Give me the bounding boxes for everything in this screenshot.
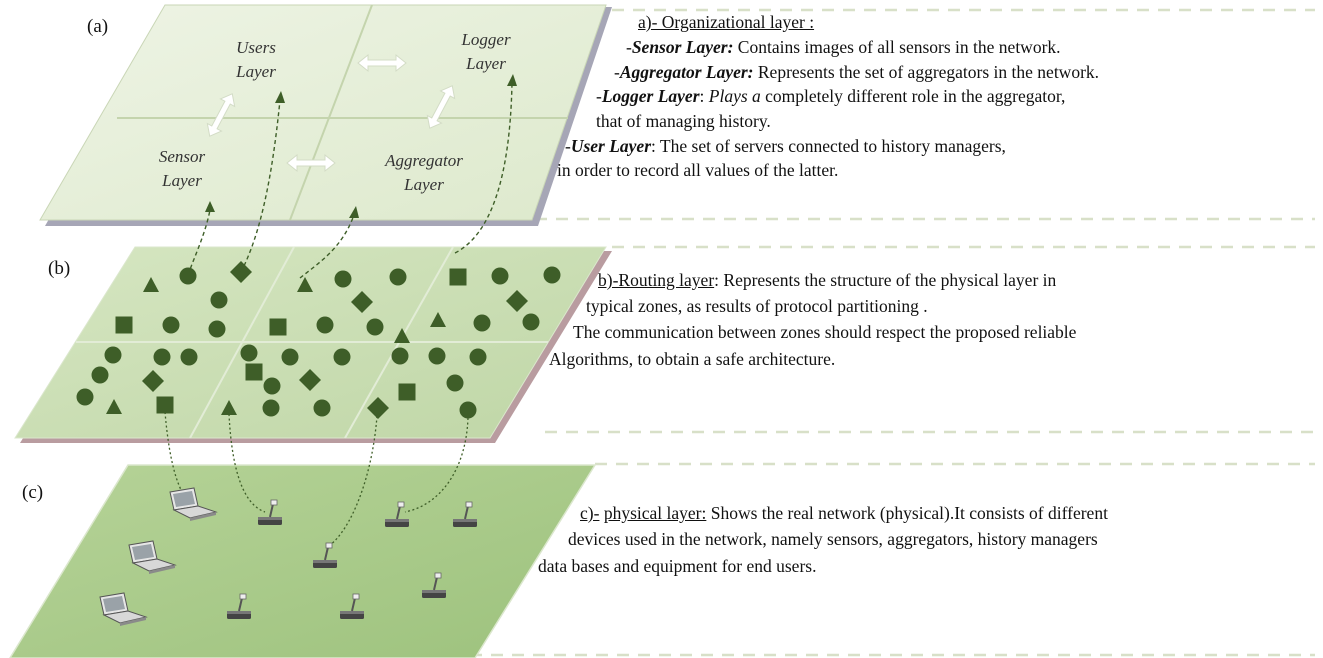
node-square [156,396,174,414]
organizational-layer-heading: a)- Organizational layer : [638,12,815,32]
node-square [449,268,467,286]
arrowhead-aggregator [349,206,359,218]
arrowhead-sensor [205,201,215,212]
node-circle [469,348,487,366]
node-triangle [297,277,313,292]
node-circle [316,316,334,334]
node-circle [240,344,258,362]
node-circle [263,377,281,395]
node-square [115,316,133,334]
routing-line-1: b)-Routing layer: Represents the structu… [598,270,1057,290]
physical-line-1: c)- physical layer: Shows the real netwo… [580,503,1108,523]
link-aggregator-layer [299,214,355,279]
node-circle [391,347,409,365]
link-users-layer [240,99,281,273]
node-circle [543,266,561,284]
node-circle [473,314,491,332]
node-square [398,383,416,401]
node-circle [162,316,180,334]
sensor-device-icon [258,499,282,525]
organizational-layer-plane [39,4,612,226]
node-triangle [221,400,237,415]
node-circle [313,399,331,417]
physical-line-2: devices used in the network, namely sens… [568,529,1098,549]
node-diamond [351,291,373,313]
arrowhead-users [275,91,285,103]
node-circle [262,399,280,417]
routing-to-physical-links [164,411,469,546]
aggregator-logger-arrow [426,85,456,129]
node-triangle [106,399,122,414]
laptop-icon [99,592,148,626]
logger-layer-line-2: that of managing history. [596,111,771,131]
panel-label-b: (b) [48,258,71,279]
sensor-device-icon [422,572,446,598]
physical-line-3: data bases and equipment for end users. [538,556,817,576]
node-circle [76,388,94,406]
sensor-device-icon [227,593,251,619]
node-circle [179,267,197,285]
user-layer-line: -User Layer: The set of servers connecte… [565,136,1006,156]
node-triangle [430,312,446,327]
node-circle [428,347,446,365]
users-logger-arrow [357,53,407,73]
sensor-device-icon [340,593,364,619]
node-circle [333,348,351,366]
routing-to-organizational-links [187,82,513,279]
sensor-device-icon [453,501,477,527]
node-circle [208,320,226,338]
node-circle [281,348,299,366]
node-circle [334,270,352,288]
link-logger-layer [454,82,513,254]
node-circle [104,346,122,364]
node-circle [91,366,109,384]
sensor-users-arrow [206,93,236,137]
node-circle [210,291,228,309]
node-circle [366,318,384,336]
node-square [269,318,287,336]
layer-link-arrows [206,53,456,173]
node-square [245,363,263,381]
routing-line-2: typical zones, as results of protocol pa… [586,296,928,316]
aggregator-layer-line: -Aggregator Layer: Represents the set of… [614,62,1100,82]
sensor-layer-line: -Sensor Layer: Contains images of all se… [626,37,1061,57]
sensor-aggregator-arrow [286,153,336,173]
panel-label-c: (c) [22,482,44,503]
link-arrowheads [205,74,517,218]
guide-lines [470,8,1315,657]
panel-label-a: (a) [87,16,109,37]
laptop-icon [128,540,177,574]
routing-line-4: Algorithms, to obtain a safe architectur… [549,349,836,369]
sensor-device-icon [385,501,409,527]
node-triangle [143,277,159,292]
node-circle [446,374,464,392]
routing-line-3: The communication between zones should r… [573,322,1077,342]
logger-layer-line: -Logger Layer: Plays a completely differ… [596,86,1066,106]
node-circle [153,348,171,366]
user-layer-line-2: in order to record all values of the lat… [557,160,839,180]
routing-nodes [76,261,561,419]
node-triangle [394,328,410,343]
sensor-device-icon [313,542,337,568]
node-circle [459,401,477,419]
routing-layer-plane [14,246,612,443]
node-diamond [506,290,528,312]
node-circle [522,313,540,331]
node-circle [180,348,198,366]
laptop-icon [169,487,218,521]
arrowhead-logger [507,74,517,86]
physical-devices [99,487,477,626]
node-diamond [142,370,164,392]
node-circle [491,267,509,285]
physical-layer-plane [9,464,597,658]
node-circle [389,268,407,286]
node-diamond [299,369,321,391]
node-diamond [367,397,389,419]
